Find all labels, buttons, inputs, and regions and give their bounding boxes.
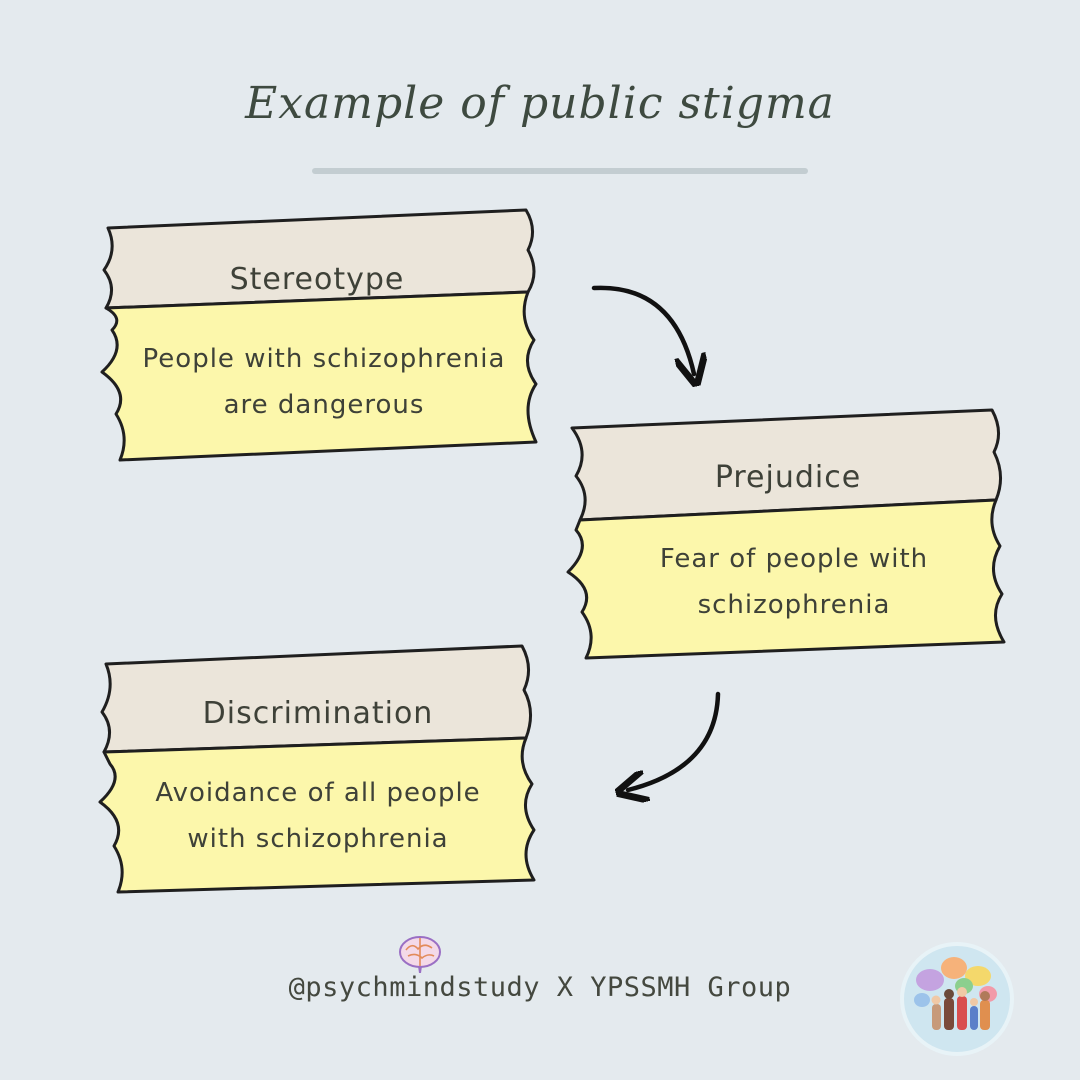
community-logo-icon bbox=[900, 942, 1014, 1056]
stereotype-body-band bbox=[100, 290, 538, 462]
stereotype-heading: Stereotype bbox=[229, 262, 405, 297]
stereotype-line-1: People with schizophrenia bbox=[142, 344, 506, 374]
arrow-prejudice-to-discrimination bbox=[628, 691, 721, 790]
discrimination-body: Avoidance of all people with schizophren… bbox=[100, 770, 536, 862]
title-divider bbox=[312, 168, 808, 174]
discrimination-heading: Discrimination bbox=[202, 696, 434, 731]
prejudice-body-band bbox=[566, 498, 1006, 660]
discrimination-line-1: Avoidance of all people bbox=[155, 778, 481, 808]
stereotype-line-2: are dangerous bbox=[223, 390, 425, 420]
prejudice-heading: Prejudice bbox=[714, 460, 862, 495]
prejudice-body: Fear of people with schizophrenia bbox=[584, 536, 1004, 628]
prejudice-line-2: schizophrenia bbox=[697, 590, 891, 620]
arrow-stereotype-to-prejudice bbox=[591, 285, 694, 374]
stereotype-body: People with schizophrenia are dangerous bbox=[106, 336, 542, 428]
page-title: Example of public stigma bbox=[245, 78, 835, 129]
stereotype-card bbox=[100, 208, 538, 462]
credit-line: @psychmindstudy X YPSSMH Group bbox=[288, 972, 792, 1003]
discrimination-card bbox=[98, 644, 536, 894]
prejudice-card bbox=[566, 408, 1006, 660]
brain-icon bbox=[399, 936, 441, 973]
prejudice-line-1: Fear of people with bbox=[659, 544, 929, 574]
discrimination-body-band bbox=[98, 736, 536, 894]
discrimination-line-2: with schizophrenia bbox=[187, 824, 449, 854]
